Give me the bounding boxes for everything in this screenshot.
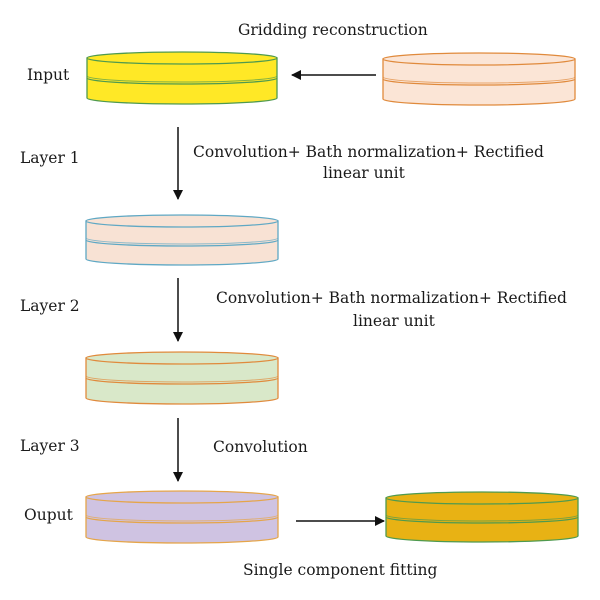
gridding-reconstruction-disk (382, 52, 576, 106)
disk-body (382, 58, 576, 106)
disk-divider (385, 516, 579, 524)
step2-label-line1: Convolution+ Bath normalization+ Rectifi… (216, 289, 567, 307)
disk-rim (382, 76, 576, 84)
disk-divider (85, 377, 279, 385)
disk-rim (86, 75, 278, 83)
input-label: Input (27, 66, 70, 84)
output-disk (85, 490, 279, 544)
disk-rim (85, 237, 279, 245)
single-component-fitting-disk (385, 491, 579, 543)
layer2-disk (85, 351, 279, 405)
disk-divider (85, 239, 279, 247)
disk-body (385, 497, 579, 543)
layer3-label: Layer 3 (20, 437, 80, 455)
gridding-reconstruction-label: Gridding reconstruction (238, 21, 428, 39)
input-disk (86, 51, 278, 105)
disk-divider (382, 78, 576, 86)
layer1-disk (85, 214, 279, 266)
disk-rim (85, 514, 279, 522)
layer1-label: Layer 1 (20, 149, 80, 167)
disk-divider (85, 516, 279, 524)
disk-top (385, 491, 579, 505)
disk-top (85, 214, 279, 228)
step1-label-line1: Convolution+ Bath normalization+ Rectifi… (193, 143, 544, 161)
layer2-label: Layer 2 (20, 297, 80, 315)
step3-label: Convolution (213, 438, 308, 456)
disk-top (86, 51, 278, 65)
single-component-fitting-label: Single component fitting (243, 561, 438, 579)
step1-label-line2: linear unit (323, 164, 406, 182)
disk-top (85, 490, 279, 504)
disk-body (85, 496, 279, 544)
disk-divider (86, 77, 278, 85)
disk-top (382, 52, 576, 66)
output-label: Ouput (24, 506, 74, 524)
disk-body (85, 220, 279, 266)
disk-top (85, 351, 279, 365)
step2-label-line2: linear unit (353, 312, 436, 330)
disk-rim (385, 514, 579, 522)
disk-rim (85, 375, 279, 383)
disk-body (86, 57, 278, 105)
disk-body (85, 357, 279, 405)
